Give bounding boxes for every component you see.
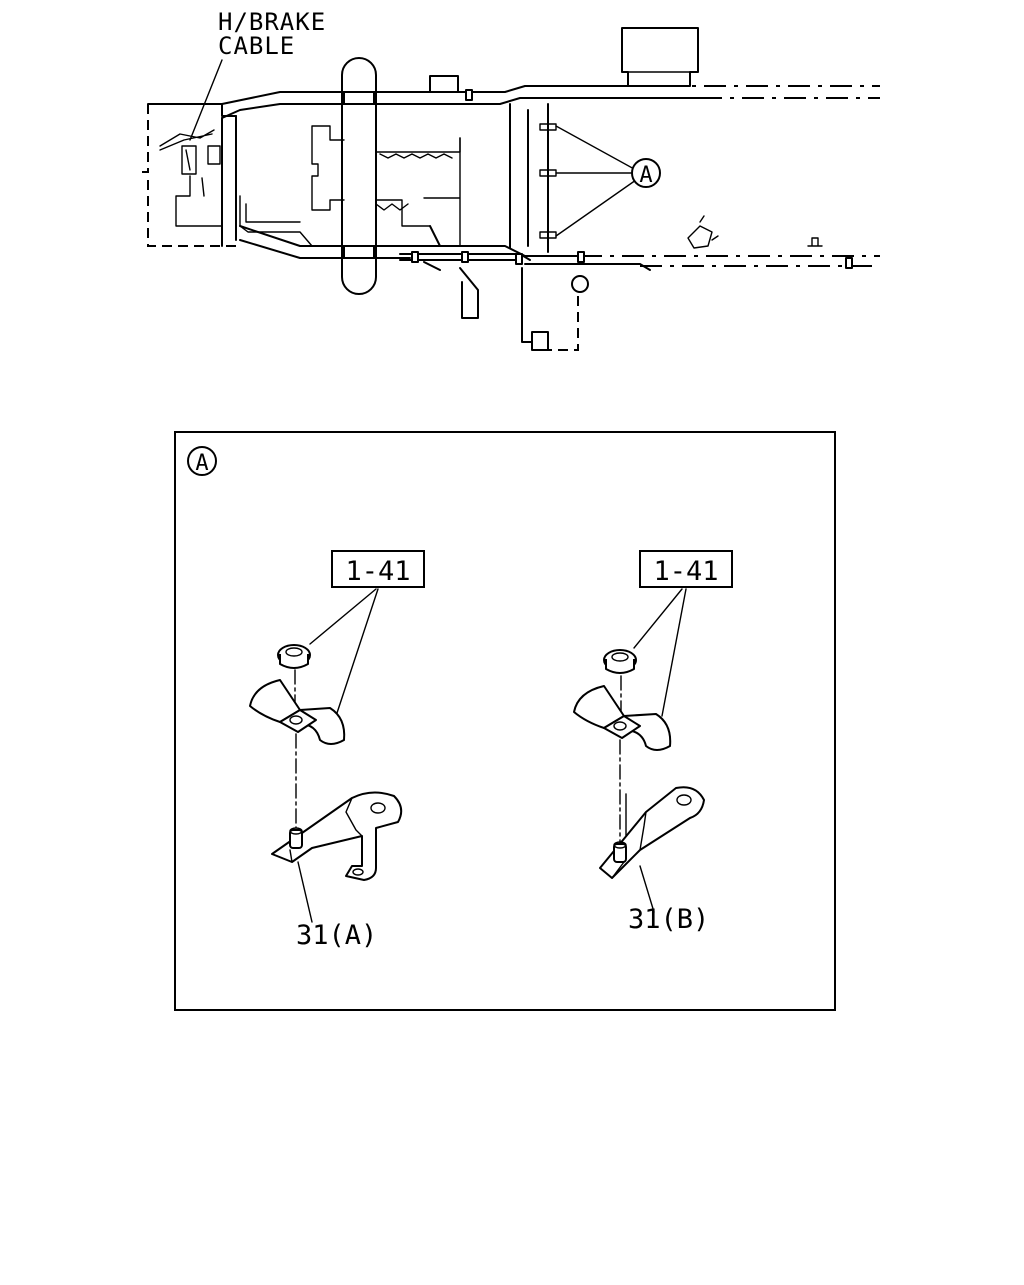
ref-box-left (331, 550, 425, 588)
callout-leaders (555, 125, 637, 237)
clamp-assembly-31a: 1-41 (249, 550, 425, 951)
hbrake-cable-leader (189, 59, 223, 141)
front-components (159, 129, 313, 247)
part-label-31b: 31(B) (628, 904, 709, 935)
detail-frame (174, 431, 836, 1011)
front-crossmember (221, 115, 237, 247)
front-end-outline (142, 104, 240, 247)
hbrake-cable-label-line2: CABLE (218, 32, 295, 60)
detail-view-a: A 1-41 (174, 431, 836, 1011)
bracket-31a (271, 791, 403, 881)
ref-box-right (639, 550, 733, 588)
detail-marker-circle (187, 446, 217, 476)
ref-label-right: 1-41 (653, 556, 718, 587)
top-tank (621, 27, 699, 87)
saddle-clamp-right (573, 685, 672, 751)
hbrake-cable-label-line1: H/BRAKE (218, 8, 326, 36)
rear-crossmember (509, 103, 549, 253)
flange-nut-left (277, 644, 311, 669)
saddle-clamp-left (249, 679, 346, 745)
ref-label-left: 1-41 (345, 556, 410, 587)
transmission-block (311, 125, 461, 247)
frame-rail-upper (221, 85, 701, 119)
chassis-overview: H/BRAKE CABLE (142, 8, 880, 351)
flange-nut-right (603, 649, 637, 674)
clamp-assembly-31b: 1-41 (573, 550, 733, 935)
part-label-31a: 31(A) (296, 920, 377, 951)
callout-circle-a (631, 158, 661, 188)
detail-marker-a: A (195, 451, 208, 476)
bracket-31b (599, 786, 705, 879)
callout-marker-a: A (639, 163, 652, 188)
